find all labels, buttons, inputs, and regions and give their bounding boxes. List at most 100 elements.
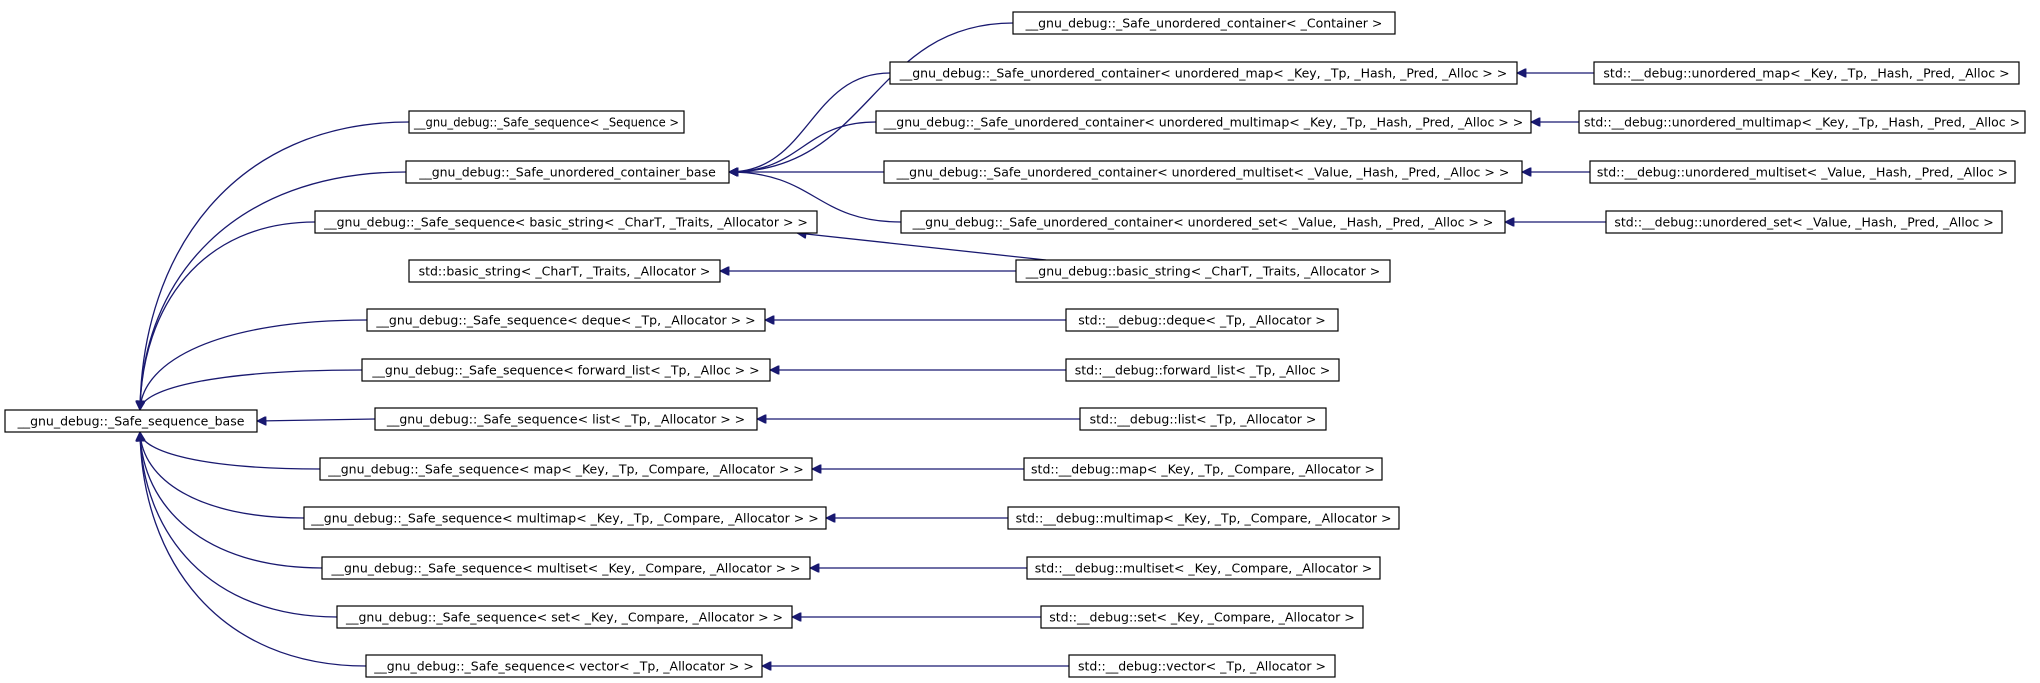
class-node-label: __gnu_debug::_Safe_unordered_container< …: [883, 115, 1523, 130]
inheritance-edge-seq-list-to-base: [257, 419, 376, 421]
class-node-label: __gnu_debug::_Safe_sequence< multimap< _…: [310, 511, 818, 526]
class-node-box: [883, 160, 1523, 184]
class-node-box: [889, 61, 1518, 85]
class-node-label: std::__debug::unordered_multimap< _Key, …: [1584, 115, 2020, 130]
class-node-label: std::__debug::multimap< _Key, _Tp, _Comp…: [1016, 511, 1392, 526]
class-node-label: __gnu_debug::_Safe_unordered_container< …: [1025, 16, 1383, 31]
class-node-dbg-basic-string[interactable]: __gnu_debug::basic_string< _CharT, _Trai…: [1015, 259, 1391, 283]
class-node-dbg-map[interactable]: std::__debug::map< _Key, _Tp, _Compare, …: [1023, 457, 1383, 481]
class-node-uc-base[interactable]: __gnu_debug::_Safe_unordered_container_b…: [405, 160, 730, 184]
class-node-std-basic-string[interactable]: std::basic_string< _CharT, _Traits, _All…: [408, 259, 721, 283]
class-node-label: std::__debug::forward_list< _Tp, _Alloc …: [1075, 363, 1331, 378]
class-node-seq-vector[interactable]: __gnu_debug::_Safe_sequence< vector< _Tp…: [365, 654, 763, 678]
class-node-box: [408, 110, 685, 134]
inheritance-edge-seq-multimap-to-base: [140, 432, 305, 519]
class-node-seq-map[interactable]: __gnu_debug::_Safe_sequence< map< _Key, …: [319, 457, 813, 481]
class-node-uc-multimap[interactable]: __gnu_debug::_Safe_unordered_container< …: [875, 110, 1532, 134]
class-node-label: std::__debug::unordered_map< _Key, _Tp, …: [1603, 66, 2009, 81]
class-node-label: __gnu_debug::_Safe_sequence< multiset< _…: [330, 561, 800, 576]
class-node-label: __gnu_debug::_Safe_sequence_base: [17, 414, 245, 429]
class-node-label: __gnu_debug::_Safe_unordered_container< …: [912, 215, 1494, 230]
class-node-seq-multimap[interactable]: __gnu_debug::_Safe_sequence< multimap< _…: [303, 506, 827, 530]
class-node-box: [321, 556, 811, 580]
class-node-label: __gnu_debug::_Safe_sequence< basic_strin…: [323, 215, 808, 230]
class-node-label: std::basic_string< _CharT, _Traits, _All…: [419, 264, 711, 279]
inheritance-edge-uc-container-to-uc-base: [729, 22, 1014, 172]
class-node-label: __gnu_debug::_Safe_sequence< forward_lis…: [371, 363, 759, 378]
class-node-dbg-unordered-map[interactable]: std::__debug::unordered_map< _Key, _Tp, …: [1593, 61, 2020, 85]
class-node-seq-set[interactable]: __gnu_debug::_Safe_sequence< set< _Key, …: [336, 605, 793, 629]
inheritance-edge-seq-set-to-base: [140, 432, 338, 618]
inheritance-edge-seq-deque-to-base: [140, 319, 368, 410]
class-node-seq-forward-list[interactable]: __gnu_debug::_Safe_sequence< forward_lis…: [361, 358, 771, 382]
class-node-dbg-unordered-multiset[interactable]: std::__debug::unordered_multiset< _Value…: [1589, 160, 2016, 184]
class-node-uc-multiset[interactable]: __gnu_debug::_Safe_unordered_container< …: [883, 160, 1523, 184]
class-node-uc-set[interactable]: __gnu_debug::_Safe_unordered_container< …: [900, 210, 1506, 234]
class-node-box: [365, 654, 763, 678]
class-node-dbg-forward-list[interactable]: std::__debug::forward_list< _Tp, _Alloc …: [1065, 358, 1340, 382]
class-node-label: std::__debug::unordered_set< _Value, _Ha…: [1614, 215, 1993, 230]
class-node-label: __gnu_debug::_Safe_sequence< deque< _Tp,…: [375, 313, 755, 328]
class-node-label: __gnu_debug::_Safe_sequence< _Sequence >: [413, 115, 679, 130]
edges-layer: [140, 22, 1606, 666]
class-node-label: __gnu_debug::_Safe_sequence< set< _Key, …: [345, 610, 783, 625]
inheritance-edge-seq-map-to-base: [140, 432, 321, 470]
class-node-box: [405, 160, 730, 184]
class-node-uc-container[interactable]: __gnu_debug::_Safe_unordered_container< …: [1012, 11, 1396, 35]
inheritance-edge-seq-basic-string-to-base: [140, 221, 316, 410]
class-node-box: [336, 605, 793, 629]
class-node-label: std::__debug::set< _Key, _Compare, _Allo…: [1049, 610, 1354, 625]
class-node-label: std::__debug::multiset< _Key, _Compare, …: [1035, 561, 1372, 576]
class-node-label: std::__debug::map< _Key, _Tp, _Compare, …: [1031, 462, 1375, 477]
inheritance-edge-uc-multimap-to-uc-base: [729, 121, 877, 172]
class-node-dbg-list[interactable]: std::__debug::list< _Tp, _Allocator >: [1079, 407, 1327, 431]
class-node-box: [366, 308, 766, 332]
class-node-box: [408, 259, 721, 283]
class-node-box: [1068, 654, 1336, 678]
class-node-box: [1578, 110, 2026, 134]
class-node-label: __gnu_debug::_Safe_unordered_container< …: [896, 165, 1510, 180]
class-node-dbg-multimap[interactable]: std::__debug::multimap< _Key, _Tp, _Comp…: [1007, 506, 1400, 530]
class-node-box: [1079, 407, 1327, 431]
class-node-base[interactable]: __gnu_debug::_Safe_sequence_base: [4, 409, 258, 433]
class-node-box: [1015, 259, 1391, 283]
class-node-seq-multiset[interactable]: __gnu_debug::_Safe_sequence< multiset< _…: [321, 556, 811, 580]
class-node-box: [1593, 61, 2020, 85]
nodes-layer: __gnu_debug::_Safe_sequence_base__gnu_de…: [4, 11, 2026, 678]
class-node-dbg-unordered-set[interactable]: std::__debug::unordered_set< _Value, _Ha…: [1605, 210, 2003, 234]
class-node-seq-basic-string[interactable]: __gnu_debug::_Safe_sequence< basic_strin…: [314, 210, 818, 234]
class-node-box: [1040, 605, 1364, 629]
class-node-dbg-multiset[interactable]: std::__debug::multiset< _Key, _Compare, …: [1026, 556, 1381, 580]
class-node-label: __gnu_debug::_Safe_unordered_container_b…: [418, 165, 716, 180]
class-node-box: [1012, 11, 1396, 35]
class-node-seq-sequence[interactable]: __gnu_debug::_Safe_sequence< _Sequence >: [408, 110, 685, 134]
class-node-box: [1007, 506, 1400, 530]
class-node-box: [361, 358, 771, 382]
class-node-dbg-deque[interactable]: std::__debug::deque< _Tp, _Allocator >: [1065, 308, 1339, 332]
class-node-label: std::__debug::list< _Tp, _Allocator >: [1090, 412, 1317, 427]
class-node-label: __gnu_debug::_Safe_unordered_container< …: [899, 66, 1507, 81]
class-node-box: [319, 457, 813, 481]
class-node-dbg-set[interactable]: std::__debug::set< _Key, _Compare, _Allo…: [1040, 605, 1364, 629]
class-node-label: __gnu_debug::basic_string< _CharT, _Trai…: [1025, 264, 1380, 279]
inheritance-edge-seq-forward-list-to-base: [140, 369, 363, 410]
class-node-box: [875, 110, 1532, 134]
class-node-label: __gnu_debug::_Safe_sequence< list< _Tp, …: [386, 412, 745, 427]
class-node-seq-deque[interactable]: __gnu_debug::_Safe_sequence< deque< _Tp,…: [366, 308, 766, 332]
class-node-box: [374, 407, 758, 431]
class-node-seq-list[interactable]: __gnu_debug::_Safe_sequence< list< _Tp, …: [374, 407, 758, 431]
class-node-box: [1026, 556, 1381, 580]
inheritance-edge-uc-map-to-uc-base: [729, 72, 891, 172]
class-node-box: [1065, 308, 1339, 332]
class-node-label: __gnu_debug::_Safe_sequence< map< _Key, …: [327, 462, 804, 477]
class-node-label: std::__debug::unordered_multiset< _Value…: [1597, 165, 2008, 180]
class-node-dbg-unordered-multimap[interactable]: std::__debug::unordered_multimap< _Key, …: [1578, 110, 2026, 134]
class-node-box: [303, 506, 827, 530]
inheritance-edge-uc-set-to-uc-base: [729, 172, 902, 223]
class-node-box: [1589, 160, 2016, 184]
class-node-dbg-vector[interactable]: std::__debug::vector< _Tp, _Allocator >: [1068, 654, 1336, 678]
inheritance-edge-seq-multiset-to-base: [140, 432, 323, 569]
class-node-uc-map[interactable]: __gnu_debug::_Safe_unordered_container< …: [889, 61, 1518, 85]
class-node-box: [1605, 210, 2003, 234]
inheritance-edge-seq-sequence-to-base: [140, 121, 410, 410]
